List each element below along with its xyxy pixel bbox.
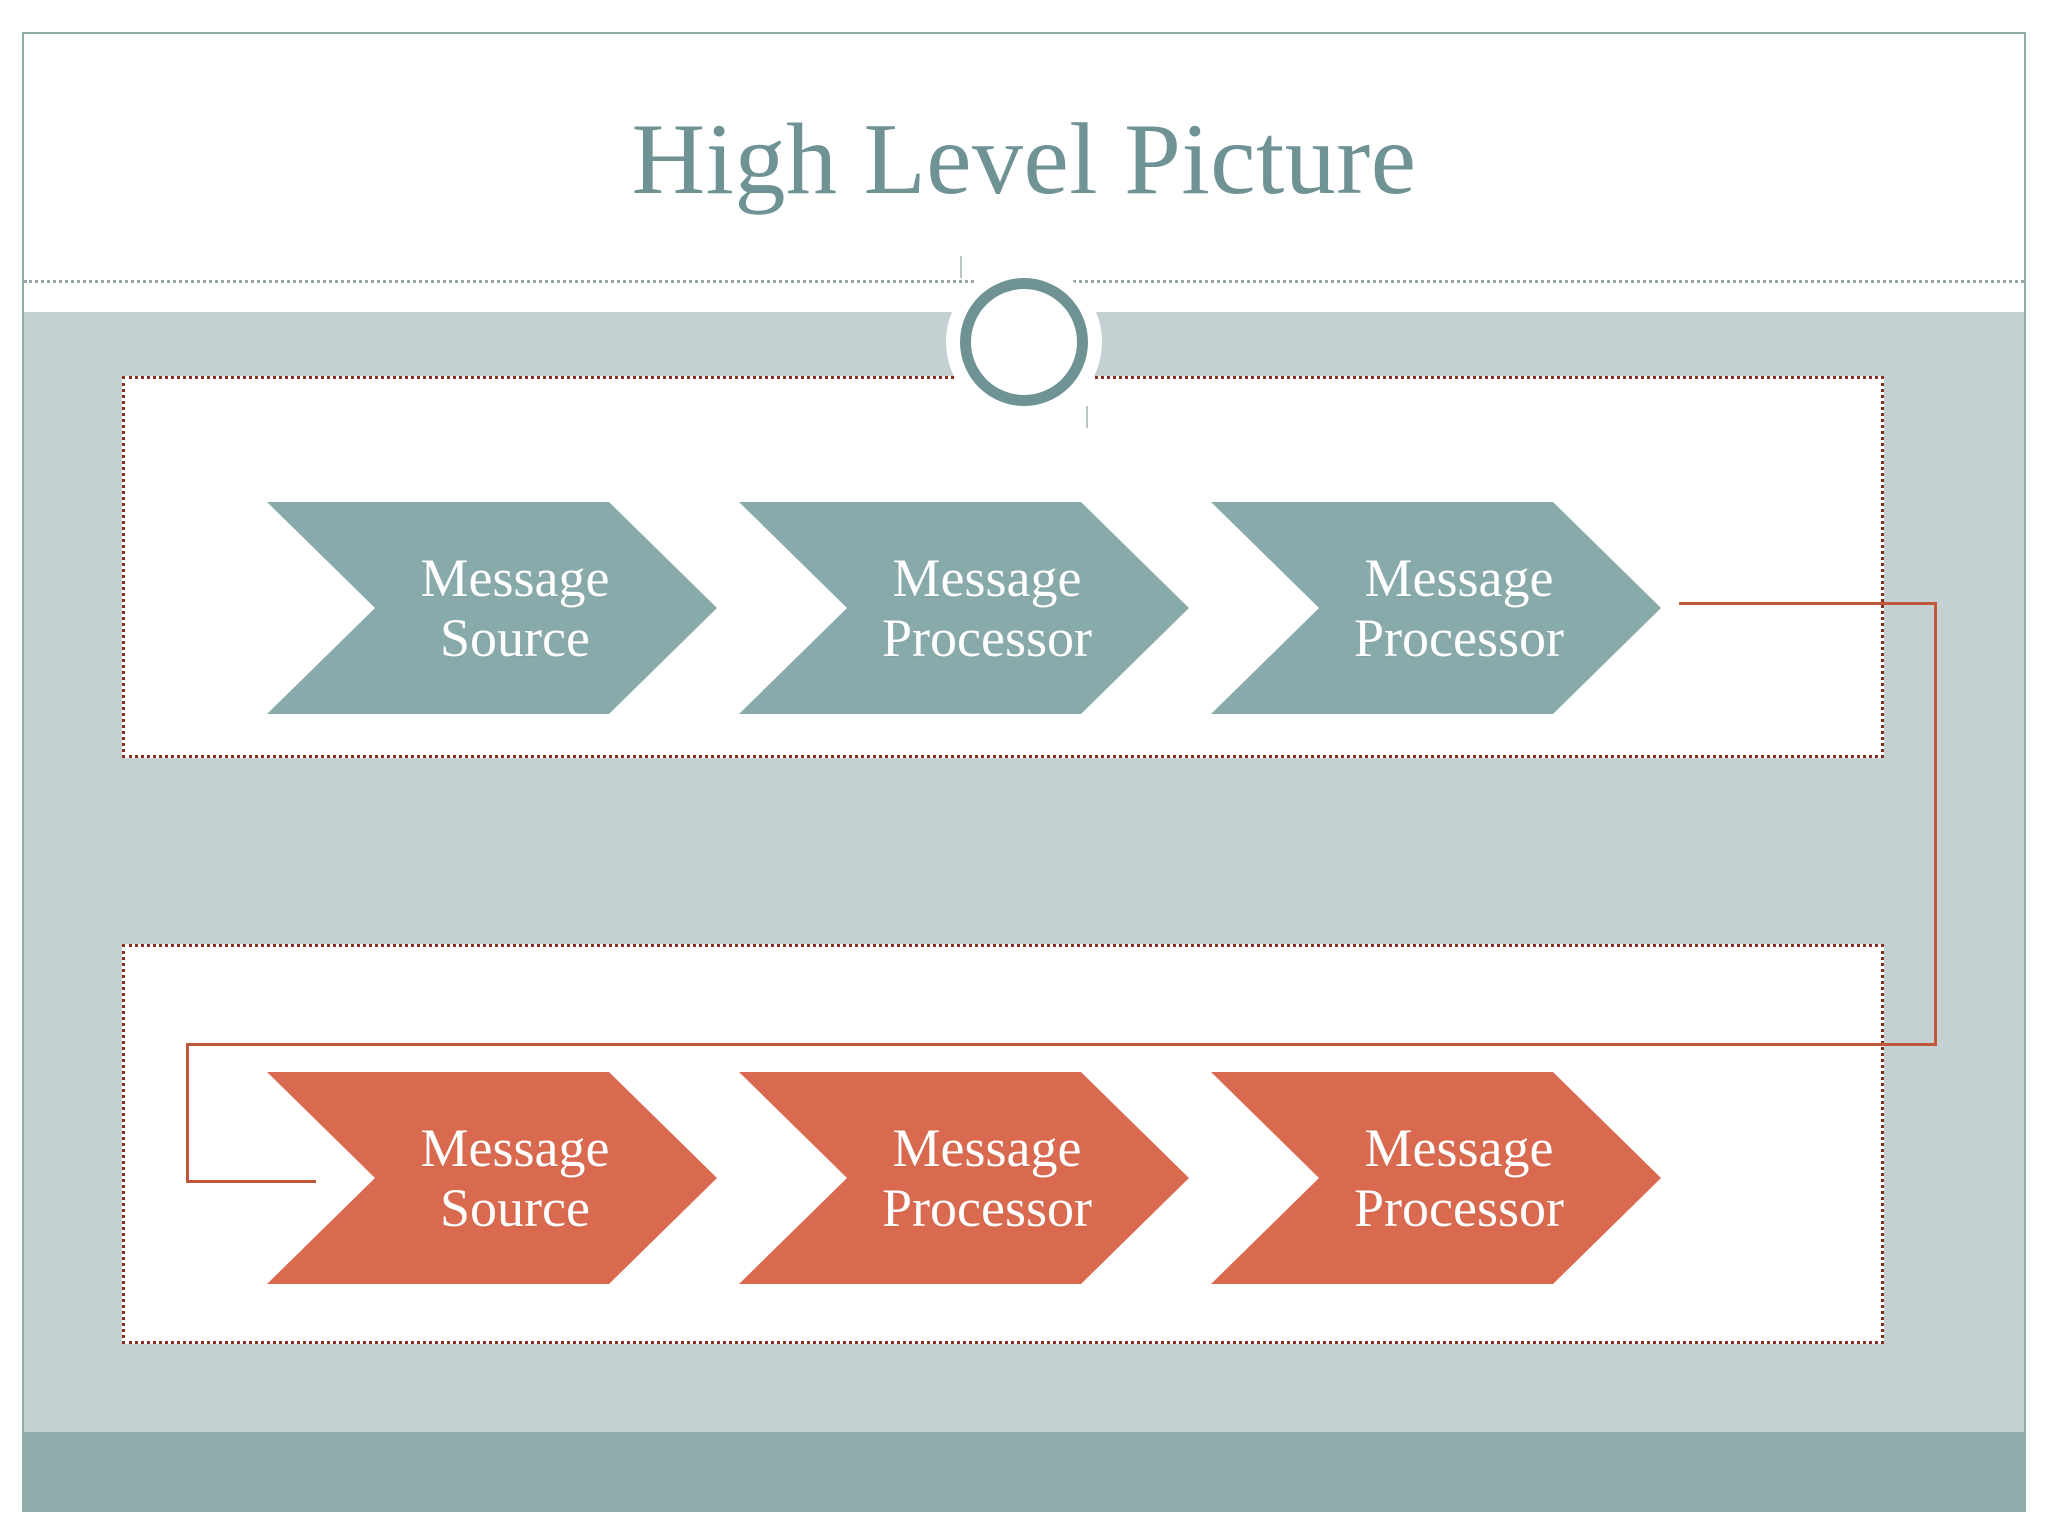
chevron-step[interactable]: Message Processor: [739, 502, 1189, 714]
chevron-step[interactable]: Message Processor: [739, 1072, 1189, 1284]
page-title: High Level Picture: [631, 103, 1417, 216]
chevron-label: Message Processor: [882, 1117, 1092, 1238]
connector-segment-right: [1934, 602, 1937, 1046]
ornament-tick-bottom: [1086, 406, 1088, 428]
chevron-label: Message Processor: [1354, 547, 1564, 668]
pipeline-upper: Message Source Message Processor Message…: [267, 502, 1661, 714]
chevron-step[interactable]: Message Processor: [1211, 1072, 1661, 1284]
connector-segment-top: [1679, 602, 1937, 605]
ornament-tick-top: [960, 256, 962, 278]
circle-ornament-icon: [946, 256, 1102, 428]
chevron-label: Message Processor: [1354, 1117, 1564, 1238]
chevron-step[interactable]: Message Processor: [1211, 502, 1661, 714]
connector-segment-left: [186, 1043, 189, 1183]
slide-canvas: High Level Picture Message Source Messag…: [22, 32, 2026, 1512]
chevron-label: Message Source: [420, 547, 610, 668]
pipeline-lower: Message Source Message Processor Message…: [267, 1072, 1661, 1284]
chevron-step[interactable]: Message Source: [267, 502, 717, 714]
footer-bar: [24, 1432, 2024, 1510]
chevron-label: Message Processor: [882, 547, 1092, 668]
chevron-label: Message Source: [420, 1117, 610, 1238]
chevron-step[interactable]: Message Source: [267, 1072, 717, 1284]
connector-segment-bottom: [186, 1043, 1937, 1046]
ornament-ring: [960, 278, 1088, 406]
connector-segment-end: [186, 1180, 316, 1183]
